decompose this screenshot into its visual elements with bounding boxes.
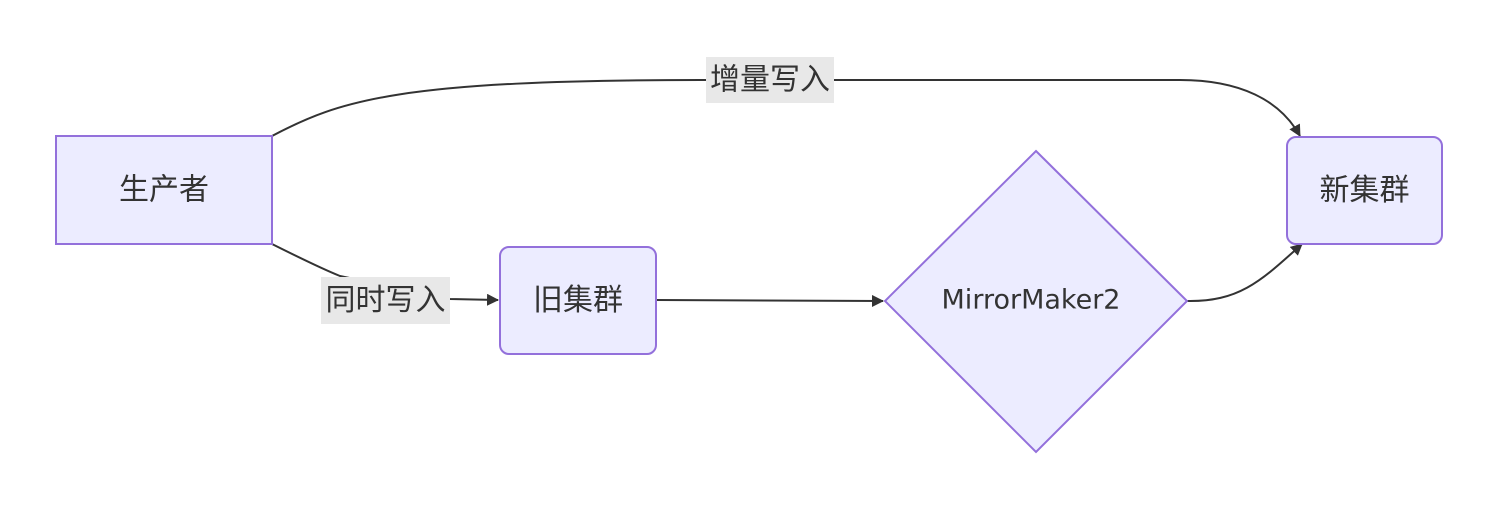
node-producer-label: 生产者: [119, 173, 209, 208]
node-new-cluster: 新集群: [1286, 136, 1443, 245]
node-new-cluster-label: 新集群: [1320, 173, 1410, 208]
edge-label-bg-simultaneous: [321, 277, 450, 324]
node-mirrormaker2: MirrorMaker2: [883, 149, 1189, 454]
node-old-cluster-label: 旧集群: [533, 283, 623, 318]
edge-producer-to-new-cluster: [271, 79, 1301, 137]
node-old-cluster: 旧集群: [499, 246, 657, 355]
edge-label-simultaneous-write: 同时写入: [326, 283, 446, 318]
edge-mirrormaker-to-new-cluster: [1186, 243, 1303, 303]
edge-old-cluster-to-mirrormaker: [656, 294, 884, 307]
edge-producer-to-old-cluster: [271, 243, 499, 306]
node-producer: 生产者: [55, 135, 273, 245]
edge-label-bg-incremental: [706, 57, 834, 103]
node-mirrormaker2-label: MirrorMaker2: [942, 285, 1121, 316]
edge-label-incremental-write: 增量写入: [710, 63, 830, 98]
